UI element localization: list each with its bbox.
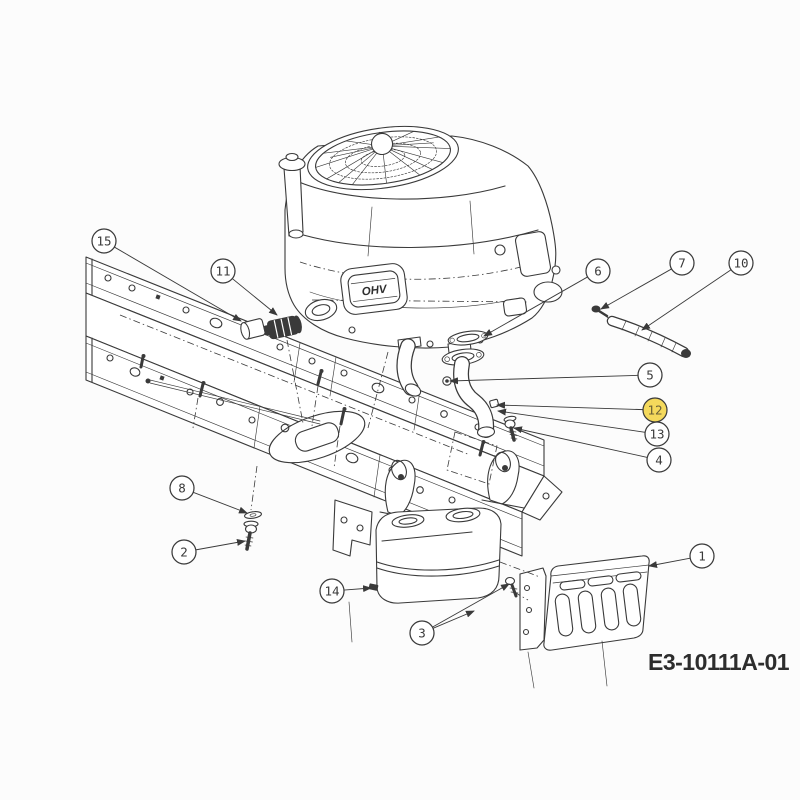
leader-line-7: [600, 268, 672, 310]
callout-15[interactable]: [91, 228, 117, 254]
shield-pins: [527, 640, 608, 689]
callout-12[interactable]: [642, 397, 668, 423]
pipe-bolt: [503, 415, 518, 442]
leader-line-10: [641, 269, 732, 331]
engine-brand-text: OHV: [361, 283, 389, 298]
flat-washer: [244, 511, 262, 519]
callout-13[interactable]: [644, 421, 670, 447]
carburetor-area: [494, 231, 563, 317]
leader-line-6: [483, 276, 588, 337]
fan-hub-hole: [370, 132, 394, 156]
small-parts: [240, 305, 691, 551]
callout-6[interactable]: [585, 258, 611, 284]
callout-1[interactable]: [689, 543, 715, 569]
exhaust-gasket-upper: [447, 330, 489, 346]
callout-11[interactable]: [210, 258, 236, 284]
callout-7[interactable]: [669, 250, 695, 276]
starter-motor: [304, 298, 338, 322]
muffler-pin: [348, 601, 353, 643]
leader-line-13: [497, 408, 646, 433]
muffler-illustration: [348, 507, 502, 643]
shoulder-screw: [243, 520, 259, 551]
flange-nut: [442, 376, 452, 386]
leader-line-15: [114, 246, 242, 322]
callout-4[interactable]: [646, 447, 672, 473]
leader-line-1: [648, 557, 691, 568]
leader-line-5: [449, 374, 639, 385]
engine-mount-tower-right: [481, 450, 525, 509]
leader-line-11: [232, 278, 278, 316]
pipe-clamp: [489, 398, 500, 409]
fan-screen: [307, 125, 459, 191]
bushing: [240, 318, 266, 340]
hose-bolt: [591, 305, 609, 318]
exhaust-pipe-left: [396, 338, 422, 397]
callout-14[interactable]: [319, 578, 345, 604]
leader-line-14: [343, 585, 372, 593]
exhaust-assembly: [396, 330, 518, 442]
exhaust-pipe-right: [453, 356, 496, 438]
frame-illustration: [85, 256, 563, 557]
callout-3[interactable]: [409, 620, 435, 646]
leader-line-3: [432, 610, 475, 629]
callout-8[interactable]: [169, 475, 195, 501]
ohv-grille: OHV: [340, 263, 408, 315]
engine-illustration: OHV: [278, 125, 563, 354]
leader-line-12: [496, 401, 644, 411]
callout-10[interactable]: [728, 250, 754, 276]
shield-bracket: [519, 567, 547, 651]
mounting-studs: [139, 354, 486, 457]
leader-line-8: [193, 491, 248, 514]
drawing-part-number: E3-10111A-01: [648, 649, 790, 675]
leader-line-4: [513, 426, 648, 458]
leader-line-3: [432, 583, 510, 628]
heat-shield-illustration: [504, 555, 650, 689]
oil-sensor: [263, 315, 302, 340]
callout-2[interactable]: [171, 539, 197, 565]
fuel-hose: [606, 315, 691, 358]
dipstick: [278, 152, 306, 239]
assembly-centerlines: [192, 313, 612, 601]
callout-5[interactable]: [637, 362, 663, 388]
leader-line-2: [195, 538, 246, 551]
engine-mount-tower-left: [379, 459, 421, 521]
